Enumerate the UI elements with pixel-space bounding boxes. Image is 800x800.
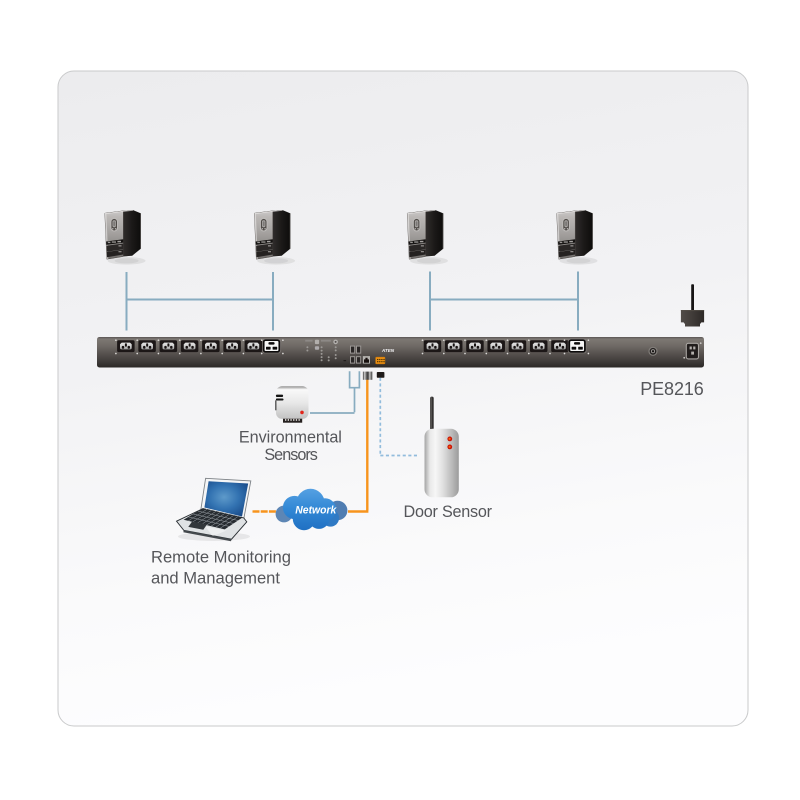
svg-text:and Management: and Management	[151, 568, 280, 587]
svg-text:Network: Network	[295, 505, 337, 517]
svg-text:Remote Monitoring: Remote Monitoring	[151, 547, 291, 566]
svg-text:Sensors: Sensors	[264, 446, 318, 464]
svg-text:Door Sensor: Door Sensor	[404, 503, 493, 521]
svg-text:PE8216: PE8216	[640, 379, 704, 399]
svg-text:Environmental: Environmental	[239, 428, 342, 446]
svg-text:ATEN: ATEN	[381, 348, 395, 353]
